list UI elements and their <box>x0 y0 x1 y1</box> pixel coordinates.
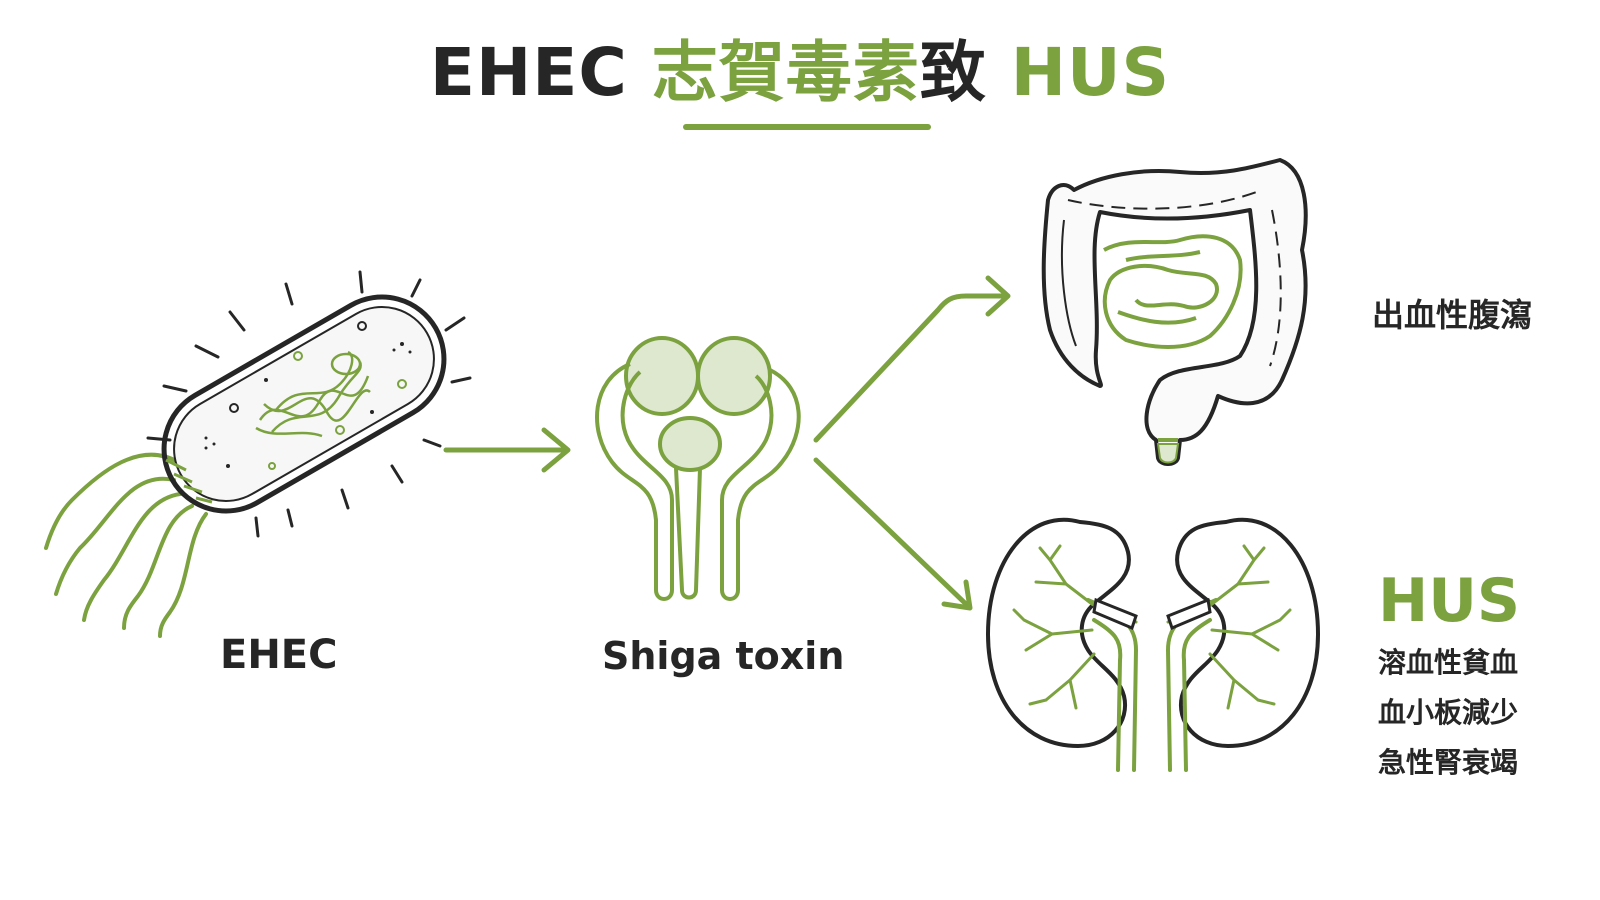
hus-label: HUS <box>1378 566 1521 636</box>
bacterium-fringe <box>165 458 213 504</box>
ehec-label: EHEC <box>220 632 338 678</box>
cell-granules <box>204 321 412 468</box>
arrow-to-kidneys <box>813 457 973 611</box>
list-item: 溶血性貧血 <box>1378 646 1519 679</box>
hus-symptom-list: 溶血性貧血 血小板減少 急性腎衰竭 <box>1378 638 1518 788</box>
list-item: 血小板減少 <box>1378 696 1519 729</box>
bacterial-dna <box>255 350 371 438</box>
title-part-causes: 致 <box>919 34 1011 111</box>
shiga-toxin-icon <box>595 336 801 601</box>
title-part-ehec: EHEC <box>429 34 652 111</box>
shiga-toxin-label: Shiga toxin <box>602 634 845 678</box>
kidneys-icon <box>985 517 1321 772</box>
list-item: 急性腎衰竭 <box>1378 746 1519 779</box>
page-title: EHEC 志賀毒素致 HUS <box>0 30 1600 116</box>
pili <box>146 270 472 538</box>
title-part-shiga-toxin: 志賀毒素 <box>651 34 920 111</box>
bloody-diarrhea-label: 出血性腹瀉 <box>1372 296 1533 334</box>
title-underline <box>683 124 931 130</box>
title-part-hus: HUS <box>1010 34 1171 111</box>
flagella <box>44 452 208 638</box>
ehec-bacterium-icon <box>44 270 472 638</box>
intestine-icon <box>1041 158 1308 466</box>
arrow-to-intestine <box>813 275 1011 443</box>
arrow-to-toxin <box>443 427 571 473</box>
